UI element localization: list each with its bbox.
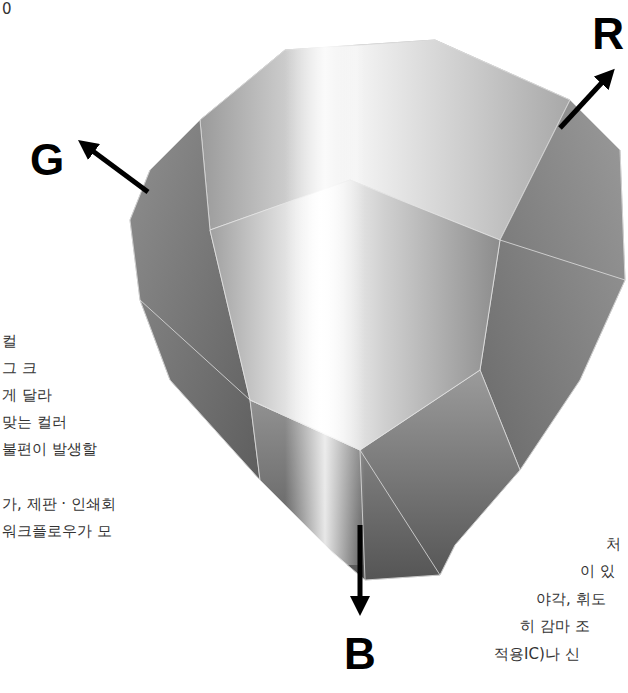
highlight	[285, 45, 365, 565]
page-number: 0	[2, 0, 12, 18]
body-text: 가, 제판 · 인쇄회	[2, 495, 116, 513]
axis-label: B	[344, 632, 376, 676]
body-text: 처	[606, 535, 621, 553]
axis-label: R	[592, 12, 624, 56]
body-text: 적용IC)나 신	[494, 645, 580, 663]
facet-edge	[500, 240, 625, 280]
body-text: 히 감마 조	[520, 617, 590, 635]
axis-arrow	[86, 146, 148, 192]
body-text: 이 있	[580, 562, 615, 580]
body-text: 워크플로우가 모	[2, 522, 112, 540]
right-facet	[480, 100, 625, 470]
body-text: 맞는 컬러	[2, 413, 67, 431]
body-text: 그 크	[2, 359, 37, 377]
axis-arrow	[560, 76, 608, 128]
facet-edge	[360, 450, 440, 575]
body-text: 컬	[2, 332, 17, 350]
body-text: 불편이 발생할	[2, 440, 97, 458]
solid-outline	[130, 40, 625, 580]
body-text: 야각, 휘도	[536, 590, 606, 608]
body-text: 게 달라	[2, 386, 52, 404]
axis-arrow	[358, 525, 363, 606]
axis-label: G	[30, 138, 64, 182]
